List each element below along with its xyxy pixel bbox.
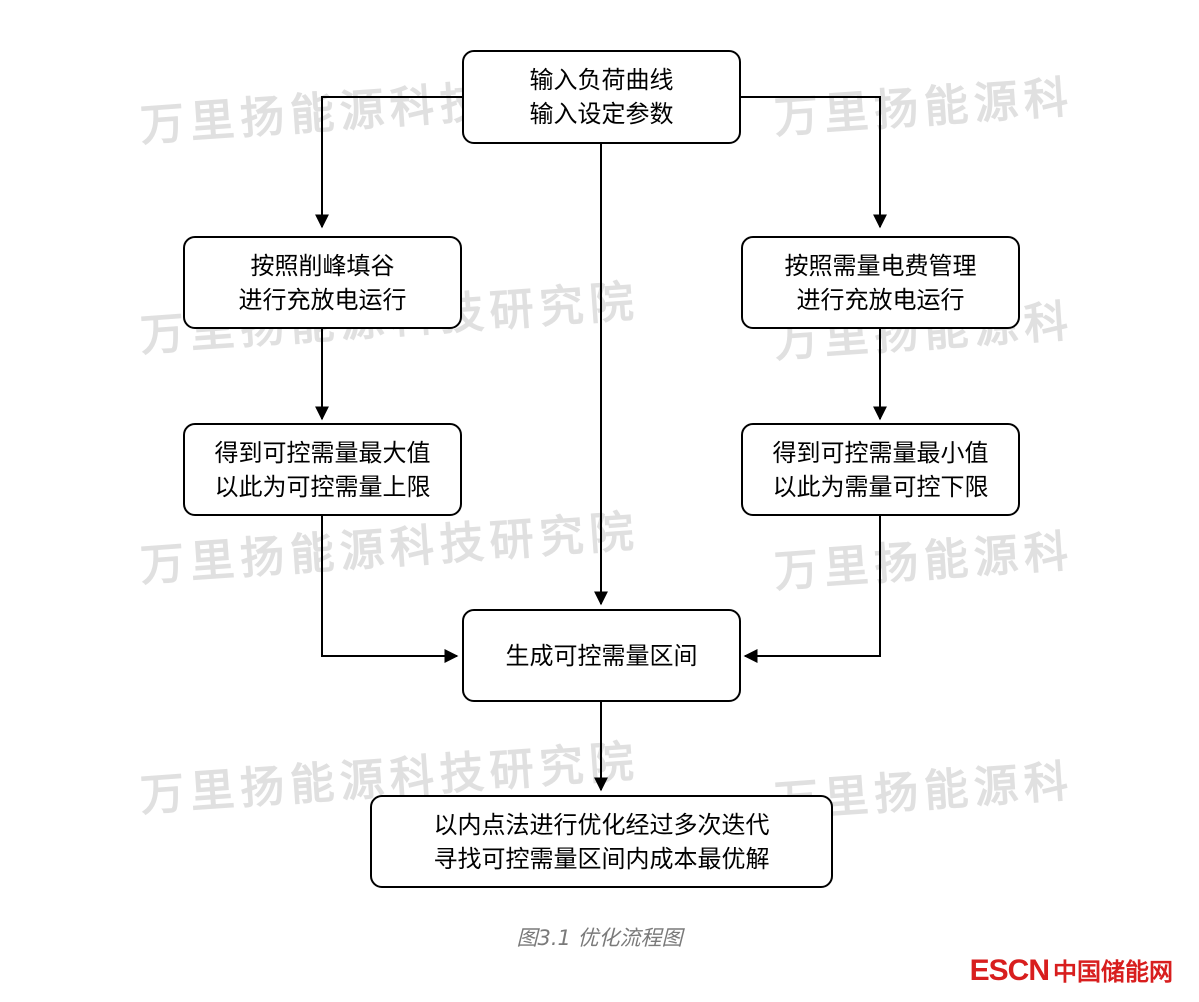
node-peak-shaving-line1: 按照削峰填谷	[250, 251, 395, 280]
node-demand-charge: 按照需量电费管理 进行充放电运行	[741, 236, 1020, 329]
node-optimize-line2: 寻找可控需量区间内成本最优解	[433, 844, 770, 873]
node-min-value: 得到可控需量最小值 以此为需量可控下限	[741, 423, 1020, 516]
node-peak-shaving: 按照削峰填谷 进行充放电运行	[183, 236, 462, 329]
escn-logo: ESCN 中国储能网	[970, 952, 1173, 988]
connector-min-to-interval	[743, 516, 881, 663]
node-demand-charge-line1: 按照需量电费管理	[784, 251, 977, 280]
node-max-value: 得到可控需量最大值 以此为可控需量上限	[183, 423, 462, 516]
node-max-value-line2: 以此为可控需量上限	[214, 472, 431, 501]
node-peak-shaving-line2: 进行充放电运行	[238, 285, 407, 314]
logo-cjk-text: 中国储能网	[1053, 958, 1173, 986]
node-interval: 生成可控需量区间	[462, 609, 741, 702]
connector-input-to-peak-shaving	[315, 96, 462, 229]
connector-max-to-interval	[321, 516, 459, 663]
logo-latin-text: ESCN	[969, 954, 1050, 987]
node-min-value-line2: 以此为需量可控下限	[772, 472, 989, 501]
connector-input-to-demand-charge	[741, 96, 887, 229]
node-interval-line1: 生成可控需量区间	[505, 641, 698, 670]
node-input: 输入负荷曲线 输入设定参数	[462, 50, 741, 144]
node-max-value-line1: 得到可控需量最大值	[214, 438, 431, 467]
node-optimize: 以内点法进行优化经过多次迭代 寻找可控需量区间内成本最优解	[370, 795, 833, 888]
node-min-value-line1: 得到可控需量最小值	[772, 438, 989, 467]
node-input-line1: 输入负荷曲线	[529, 66, 674, 94]
node-input-line2: 输入设定参数	[529, 100, 674, 128]
node-demand-charge-line2: 进行充放电运行	[796, 285, 965, 314]
figure-caption: 图3.1 优化流程图	[516, 926, 683, 950]
node-optimize-line1: 以内点法进行优化经过多次迭代	[433, 810, 770, 839]
